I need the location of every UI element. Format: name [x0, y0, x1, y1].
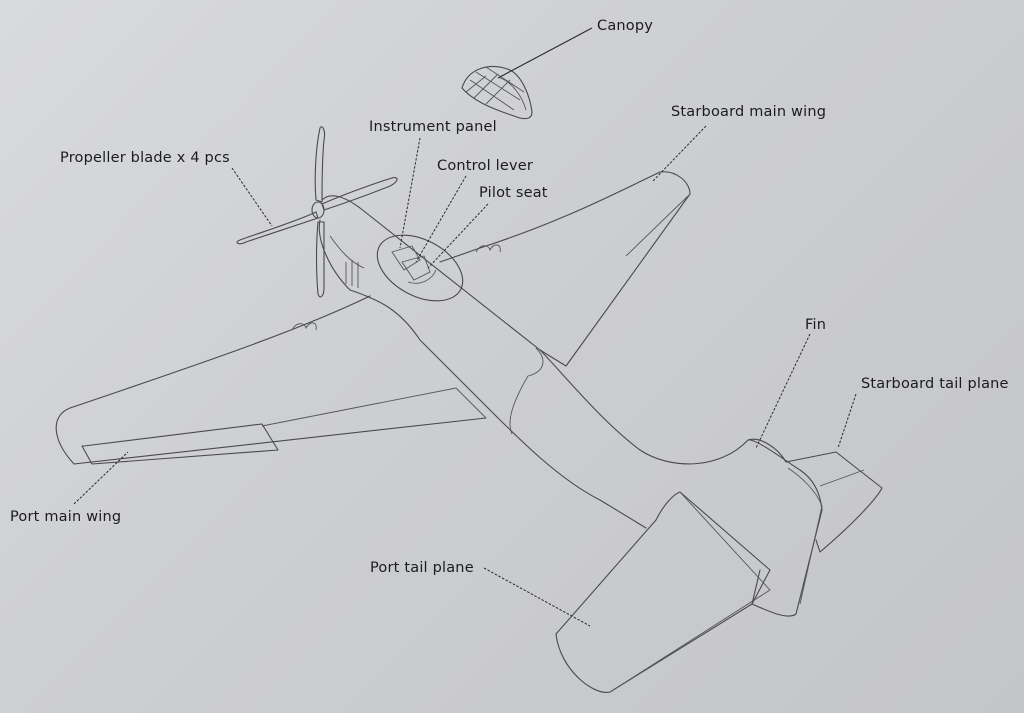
starboard-main-wing-leader: [652, 126, 706, 182]
port-main-wing-part: [56, 296, 486, 464]
pilot-seat-label: Pilot seat: [479, 185, 548, 201]
canopy-part: [462, 67, 532, 119]
starboard-tail-plane-part: [786, 452, 882, 552]
canopy-label: Canopy: [597, 18, 653, 34]
port-main-wing-leader: [74, 452, 128, 504]
instrument-panel-label: Instrument panel: [369, 119, 497, 135]
starboard-main-wing-part: [440, 172, 690, 366]
starboard-tail-plane-leader: [838, 394, 856, 448]
propeller-part: [237, 127, 397, 297]
port-main-wing-label: Port main wing: [10, 509, 121, 525]
canopy-leader: [498, 28, 592, 78]
fin-leader: [756, 334, 810, 448]
port-tail-plane-part: [556, 492, 770, 692]
starboard-tail-plane-label: Starboard tail plane: [861, 376, 1009, 392]
control-lever-leader: [416, 176, 466, 262]
propeller-blade-label: Propeller blade x 4 pcs: [60, 150, 230, 166]
port-tail-plane-leader: [484, 568, 590, 626]
control-lever-label: Control lever: [437, 158, 533, 174]
starboard-main-wing-label: Starboard main wing: [671, 104, 826, 120]
pilot-seat-leader: [428, 204, 488, 268]
propeller-leader: [232, 168, 272, 226]
instrument-panel-leader: [400, 138, 420, 248]
fin-label: Fin: [805, 317, 826, 333]
port-tail-plane-label: Port tail plane: [370, 560, 474, 576]
fuselage-part: [319, 196, 786, 528]
